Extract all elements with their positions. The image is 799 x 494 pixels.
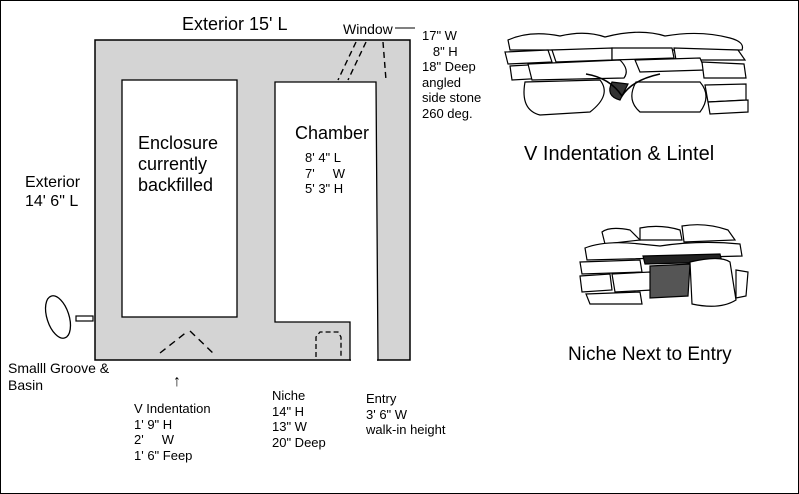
- niche-mark: [315, 331, 342, 357]
- v-indentation-sketch: [504, 31, 749, 116]
- up-arrow-icon: ↑: [173, 373, 181, 390]
- groove-basin-label: Smalll Groove & Basin: [8, 360, 110, 393]
- enclosure-void: [121, 79, 238, 318]
- niche-sketch: [579, 224, 749, 307]
- exterior-length-label: Exterior 15' L: [182, 14, 288, 34]
- chamber-title: Chamber: [295, 123, 370, 143]
- v-indentation-mark: [159, 330, 215, 355]
- window-label: Window: [343, 21, 393, 37]
- v-indentation-caption: V Indentation & Lintel: [524, 143, 715, 165]
- entry-label: Entry 3' 6" W walk-in height: [366, 391, 446, 438]
- window-opening: [337, 41, 387, 81]
- niche-caption: Niche Next to Entry: [568, 344, 732, 365]
- chamber-dimensions: 8' 4" L 7' W 5' 3" H: [305, 150, 346, 197]
- basin-shape: [44, 295, 72, 339]
- window-dimensions: 17" W 8" H 18" Deep angled side stone 26…: [422, 28, 482, 121]
- chamber-void: [274, 81, 379, 361]
- v-indentation-label: V Indentation 1' 9" H 2' W 1' 6" Feep: [134, 401, 211, 463]
- niche-label: Niche 14" H 13" W 20" Deep: [272, 388, 326, 450]
- exterior-width-label: Exterior 14' 6" L: [25, 174, 81, 210]
- enclosure-label: Enclosure currently backfilled: [138, 133, 219, 196]
- groove-shape: [75, 315, 94, 322]
